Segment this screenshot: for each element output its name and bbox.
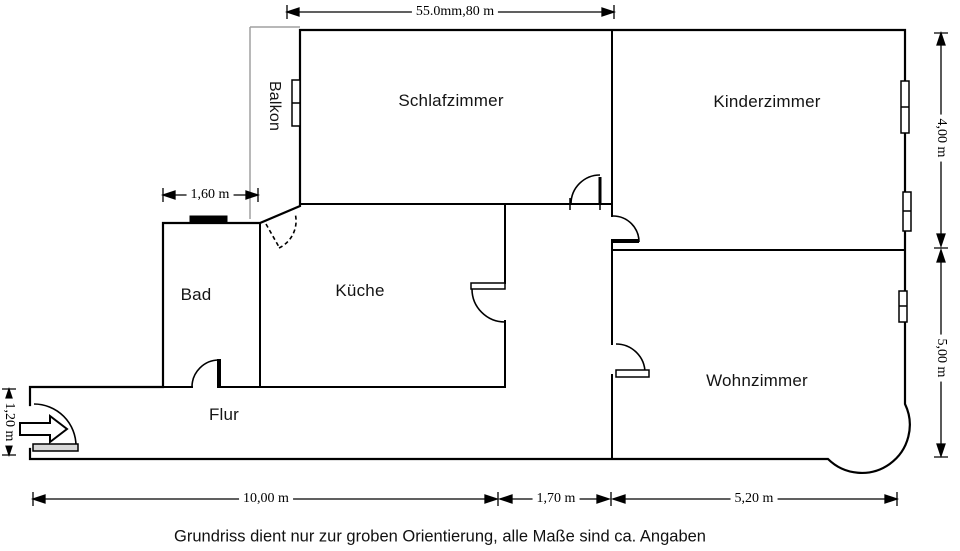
schlafzimmer-door-arc xyxy=(570,174,601,205)
interior-walls xyxy=(162,29,906,460)
room-label-kinderzimmer: Kinderzimmer xyxy=(713,92,821,111)
dim-label-entry-height: 1,20 m xyxy=(1,398,17,446)
entrance-door-arc xyxy=(33,403,77,447)
kueche-door-arc xyxy=(471,288,506,323)
bad-door-arc xyxy=(191,359,220,388)
kueche-door-leaf xyxy=(470,282,506,290)
kinderzimmer-door-arc xyxy=(612,215,640,243)
dim-bad-width xyxy=(160,188,261,202)
dim-label-bottom-middle: 1,70 m xyxy=(532,491,580,507)
room-label-kueche: Küche xyxy=(335,281,385,300)
dim-label-bad-width: 1,60 m xyxy=(186,187,234,203)
dim-label-right-upper: 4,00 m xyxy=(933,114,949,162)
wohnzimmer-door-leaf xyxy=(615,369,650,378)
entrance-door-leaf xyxy=(32,443,79,452)
dim-label-top-width: 55.0mm,80 m xyxy=(411,4,499,20)
dim-label-bottom-right: 5,20 m xyxy=(730,491,778,507)
room-label-bad: Bad xyxy=(180,285,212,304)
kinderzimmer-window-upper xyxy=(900,80,910,134)
wohnzimmer-window xyxy=(898,290,908,323)
room-label-schlafzimmer: Schlafzimmer xyxy=(398,91,504,110)
room-label-flur: Flur xyxy=(208,405,240,424)
room-label-balkon: Balkon xyxy=(266,80,283,132)
dim-label-right-lower: 5,00 m xyxy=(933,334,949,382)
bad-window xyxy=(189,215,228,223)
outer-walls xyxy=(28,28,911,474)
wohnzimmer-door-arc xyxy=(615,343,646,374)
balcony-outline xyxy=(249,26,300,219)
room-label-wohnzimmer: Wohnzimmer xyxy=(706,371,808,390)
plan-caption: Grundriss dient nur zur groben Orientier… xyxy=(174,527,706,546)
kueche-diagonal-door-arc xyxy=(265,212,297,249)
entrance-arrow-icon xyxy=(19,413,69,445)
balcony-door-window xyxy=(291,79,301,127)
kinderzimmer-window-lower xyxy=(902,191,912,232)
dim-label-bottom-left: 10,00 m xyxy=(239,491,293,507)
